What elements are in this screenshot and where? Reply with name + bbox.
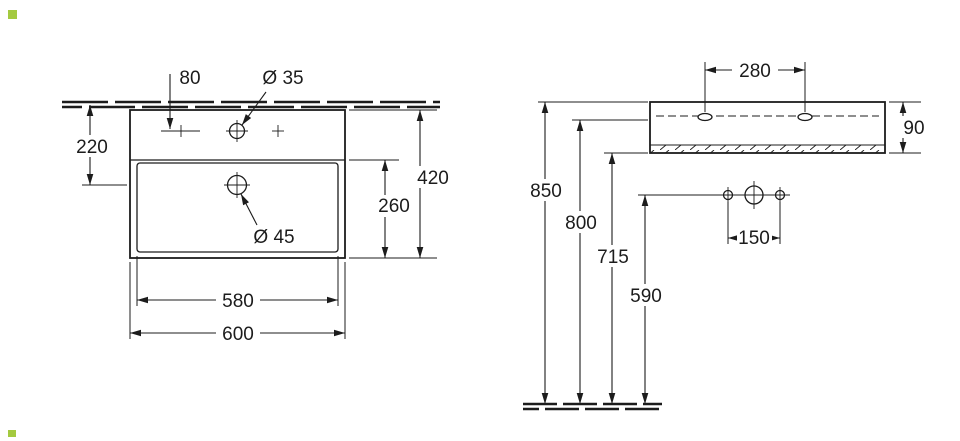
dim-label-90: 90 <box>903 118 924 139</box>
dim-280: 280 <box>704 59 806 112</box>
tap-hole-center <box>226 120 248 142</box>
dim-600: 600 <box>129 262 346 345</box>
floor-section-line <box>523 402 662 411</box>
dim-800: 800 <box>562 119 648 404</box>
dim-420: 420 <box>349 109 453 259</box>
side-view: 280 90 150 <box>523 59 929 411</box>
dim-label-260: 260 <box>378 196 410 217</box>
tap-slot-left <box>697 112 713 122</box>
dim-label-420: 420 <box>417 168 449 189</box>
dim-diameter-45: Ø 45 <box>240 193 295 248</box>
dim-label-800: 800 <box>565 213 597 234</box>
dim-label-diameter-45: Ø 45 <box>253 227 294 248</box>
dim-220: 220 <box>73 105 127 186</box>
fixing-hole-left <box>722 189 734 201</box>
wall-section-line <box>62 100 440 109</box>
tap-hole-right-mark <box>272 125 284 137</box>
dim-260: 260 <box>349 159 413 258</box>
section-hatch <box>651 145 884 153</box>
dim-label-590: 590 <box>630 286 662 307</box>
dim-label-220: 220 <box>76 137 108 158</box>
basin-side-profile <box>649 101 886 154</box>
dim-label-600: 600 <box>222 324 254 345</box>
tap-slot-right <box>797 112 813 122</box>
dim-150: 150 <box>727 202 781 249</box>
fixing-hole-right <box>774 189 786 201</box>
dim-label-580: 580 <box>222 291 254 312</box>
basin-outline <box>129 109 346 259</box>
bowl-outline <box>136 162 339 253</box>
dim-715: 715 <box>594 152 648 404</box>
fixing-holes <box>638 181 790 209</box>
dim-label-850: 850 <box>530 181 562 202</box>
dim-label-150: 150 <box>738 228 770 249</box>
drain-hole <box>224 172 250 198</box>
dim-label-80: 80 <box>179 68 200 89</box>
fixing-hole-center <box>744 185 764 205</box>
dim-90: 90 <box>889 101 929 154</box>
dim-diameter-35: Ø 35 <box>241 68 304 126</box>
dim-label-280: 280 <box>739 61 771 82</box>
basin-plan <box>129 109 346 259</box>
dim-80: 80 <box>161 68 201 132</box>
front-view: 80 Ø 35 220 420 260 <box>62 68 453 345</box>
dim-label-715: 715 <box>597 247 629 268</box>
dim-590: 590 <box>627 195 665 404</box>
dim-label-diameter-35: Ø 35 <box>262 68 303 89</box>
page-accent-mark-bottom <box>8 430 16 437</box>
dim-850: 850 <box>527 101 648 404</box>
dim-580: 580 <box>136 256 339 312</box>
page-accent-mark-top <box>8 10 17 19</box>
